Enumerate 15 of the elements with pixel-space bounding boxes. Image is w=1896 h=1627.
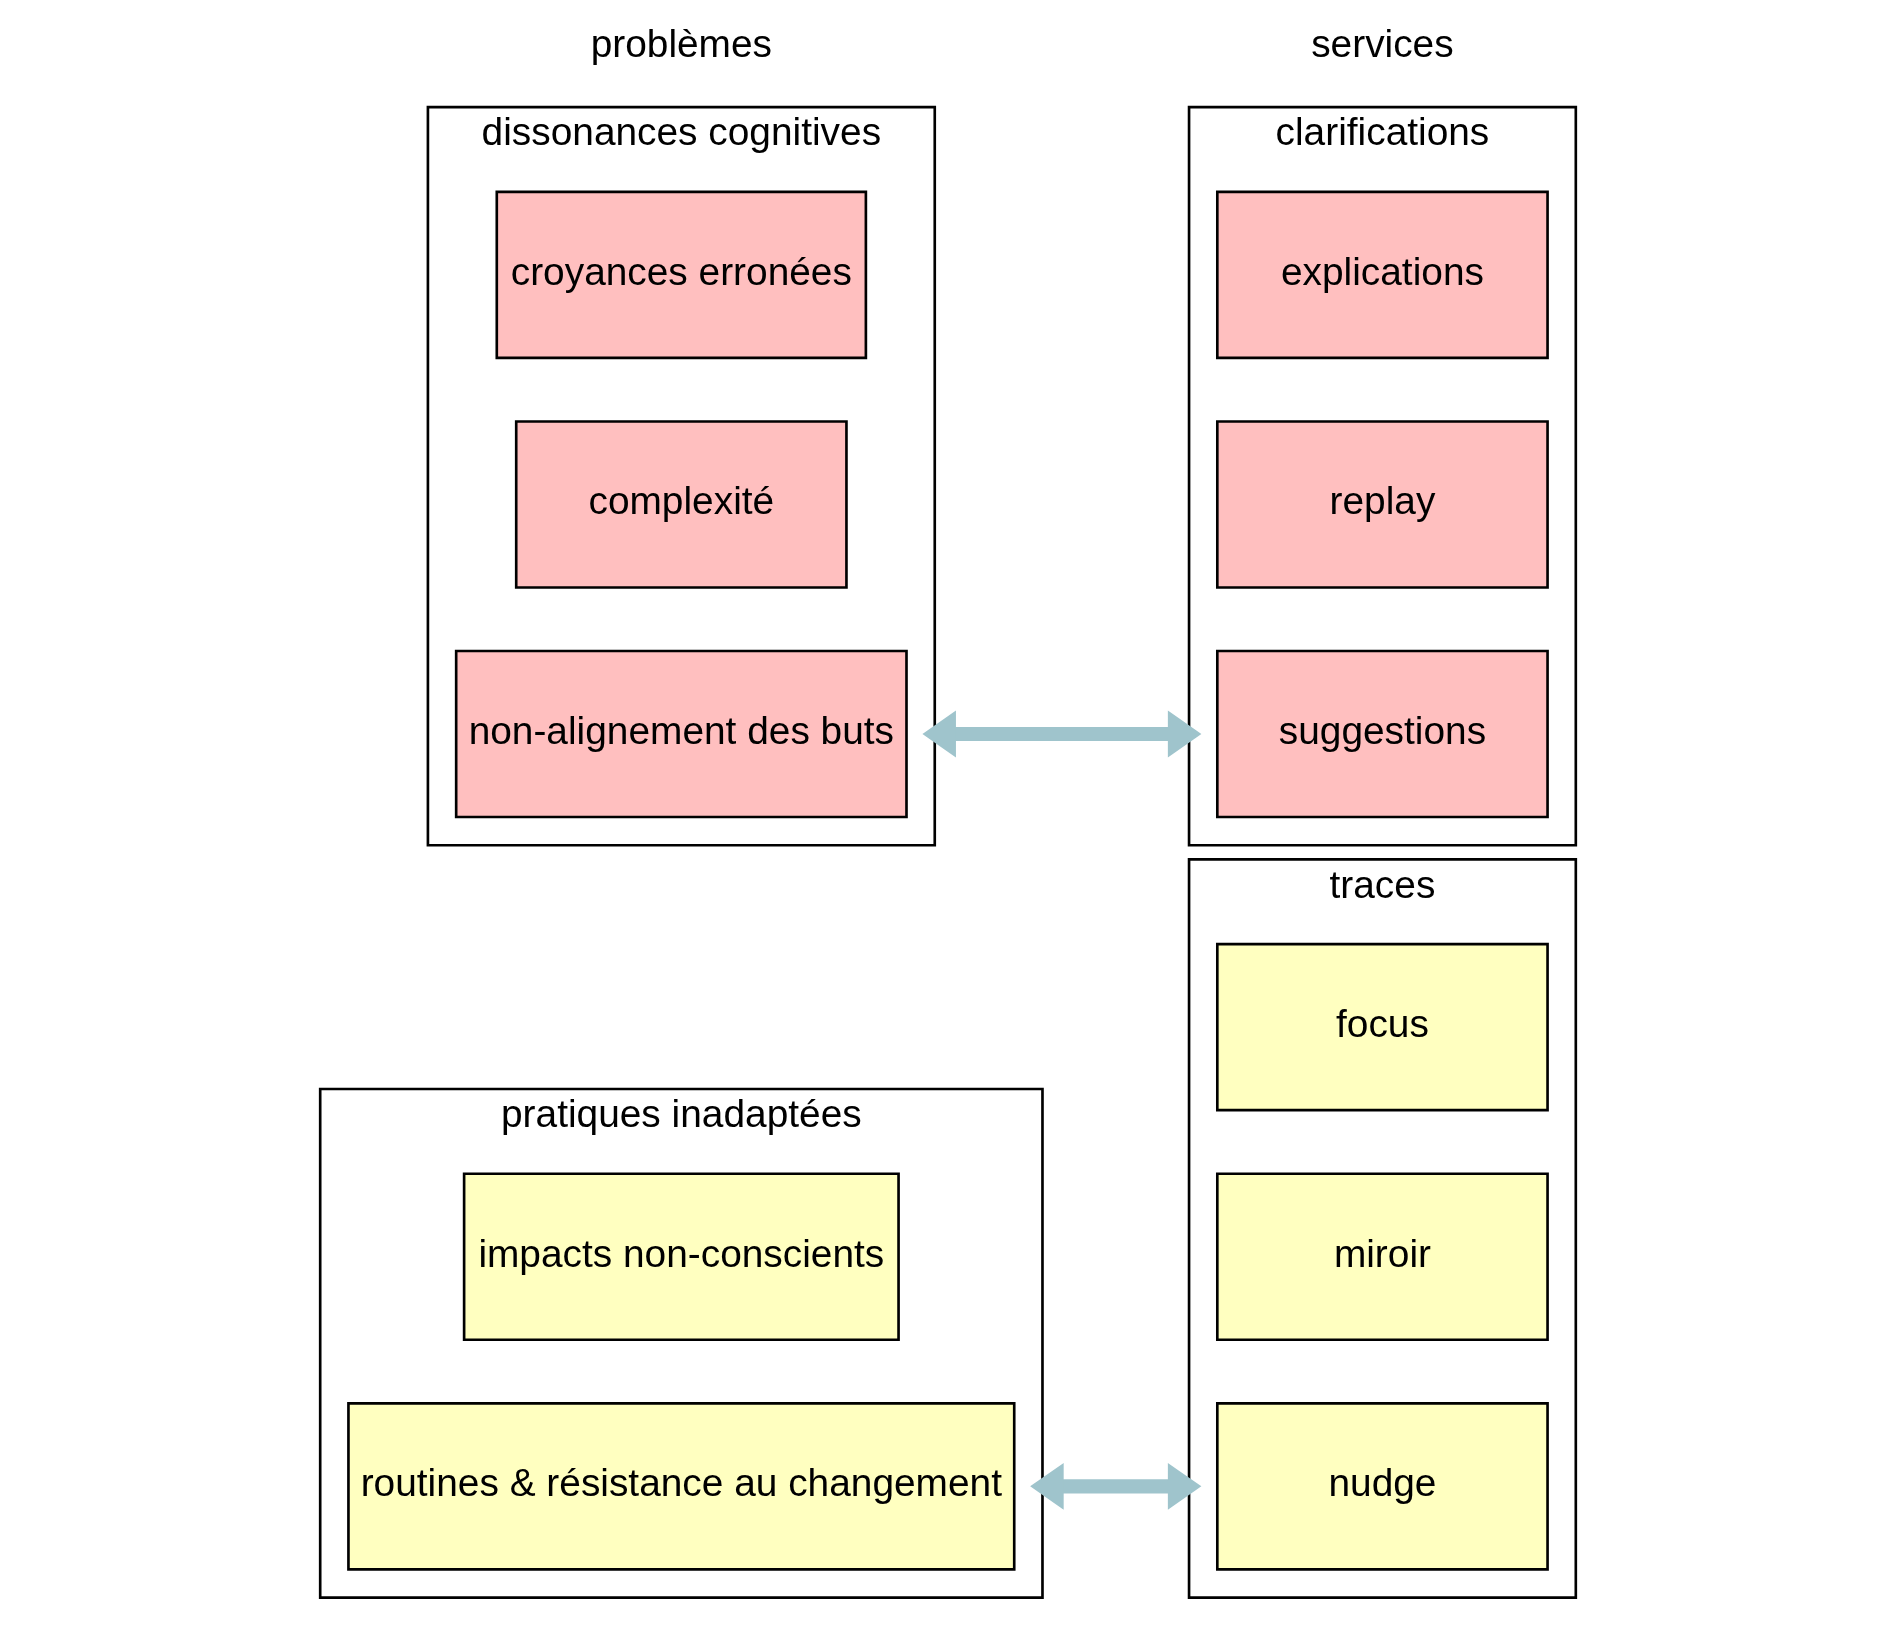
node-box: complexité (514, 420, 848, 589)
arrow (1030, 1462, 1202, 1510)
node-box: focus (1216, 942, 1549, 1112)
node-box: non-alignement des buts (454, 649, 908, 819)
node-box: croyances erronées (495, 190, 868, 360)
label: problèmes (590, 21, 773, 65)
node-box: explications (1216, 190, 1549, 360)
node-box: impacts non-conscients (462, 1172, 900, 1342)
node-box: routines & résistance au changement (347, 1402, 1016, 1571)
node-box: nudge (1216, 1402, 1549, 1571)
node-box: replay (1216, 420, 1549, 589)
node-box: miroir (1216, 1172, 1549, 1342)
arrow (922, 710, 1202, 758)
node-box: suggestions (1216, 649, 1549, 819)
label: services (1311, 21, 1454, 65)
